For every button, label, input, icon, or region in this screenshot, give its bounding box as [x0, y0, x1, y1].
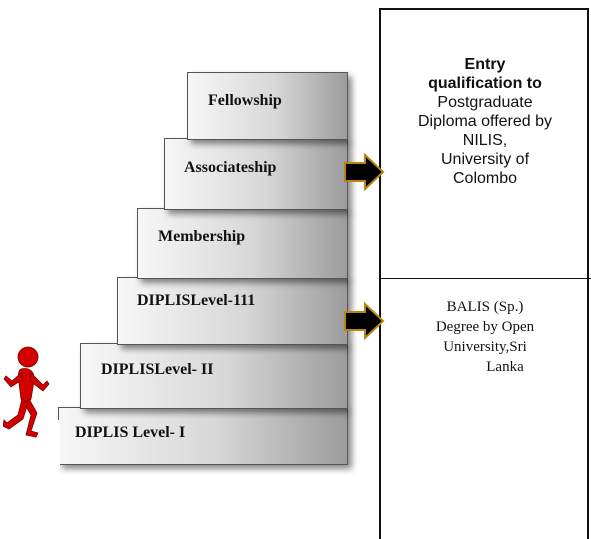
top-box-line-3: Postgraduate [437, 94, 533, 111]
step-label-diplis-level-2: DIPLISLevel- II [101, 361, 214, 378]
step-fellowship [187, 72, 348, 140]
step-membership [137, 208, 348, 279]
top-box-line-7: Colombo [452, 170, 518, 187]
bottom-box-line-3: University,Sri [443, 339, 527, 355]
top-box-heading-2: qualification to [428, 75, 542, 92]
step-label-membership: Membership [158, 228, 246, 245]
step-label-associateship: Associateship [184, 159, 277, 176]
top-box-text: Entry qualification to Postgraduate Dipl… [381, 55, 589, 188]
step-associateship [164, 138, 348, 210]
qualification-panel [379, 8, 589, 539]
bottom-box-line-2: Degree by Open [435, 319, 535, 335]
step-label-diplis-level-3: DIPLISLevel-111 [137, 292, 256, 309]
bottom-box-line-1: BALIS (Sp.) [446, 299, 524, 315]
top-box-line-4: Diploma offered by [418, 113, 552, 130]
right-arrow-icon [344, 153, 385, 191]
step-label-fellowship: Fellowship [208, 92, 282, 109]
panel-divider [379, 278, 591, 279]
bottom-box-line-4: Lanka [486, 359, 524, 375]
bottom-box-text: BALIS (Sp.) Degree by Open University,Sr… [381, 297, 589, 377]
step-diplis-level-3 [117, 277, 348, 345]
running-person-icon [3, 346, 50, 438]
step-label-diplis-level-1: DIPLIS Level- I [75, 424, 186, 441]
right-arrow-icon [344, 302, 385, 340]
top-box-line-5: NILIS, [462, 132, 508, 149]
top-box-heading-1: Entry [464, 56, 506, 73]
step-diplis-level-2 [80, 343, 348, 409]
step-base-cover [44, 420, 60, 468]
top-box-line-6: University of [440, 151, 530, 168]
